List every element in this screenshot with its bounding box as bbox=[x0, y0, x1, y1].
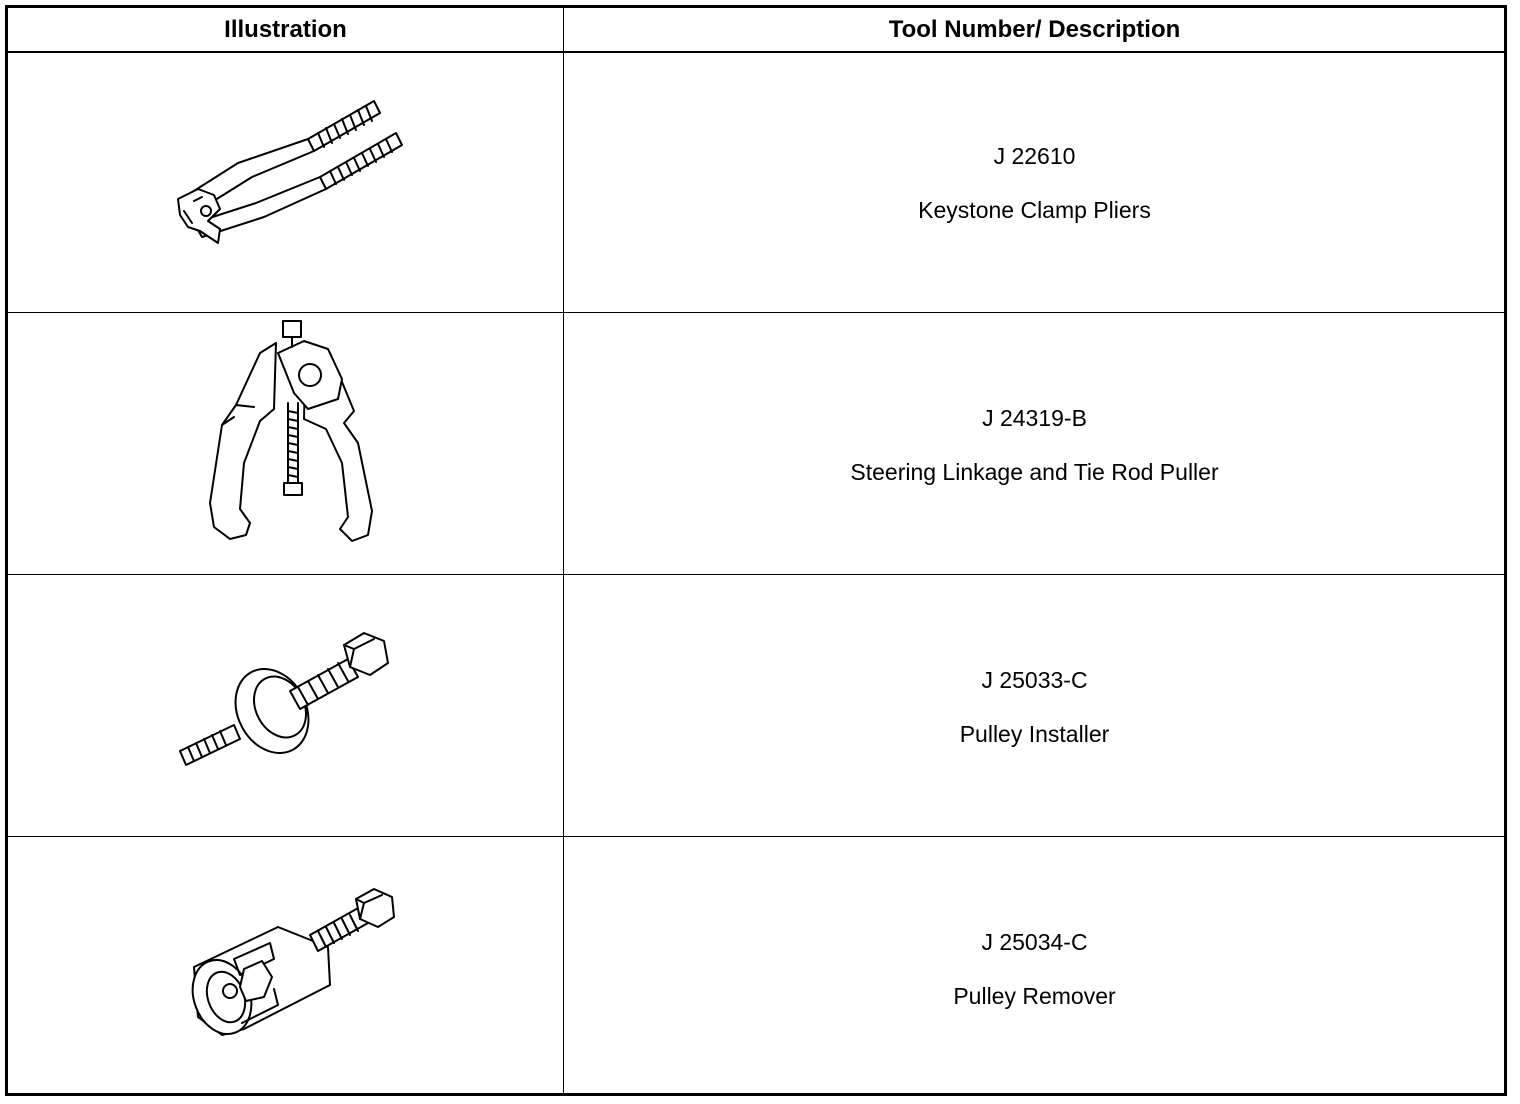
header-tool-number-description: Tool Number/ Description bbox=[888, 16, 1181, 43]
tie-rod-puller-icon bbox=[8, 313, 563, 573]
description-cell: J 24319-B Steering Linkage and Tie Rod P… bbox=[565, 313, 1504, 573]
column-divider bbox=[563, 8, 564, 1093]
tool-number: J 25034-C bbox=[981, 929, 1088, 955]
tool-number: J 24319-B bbox=[982, 405, 1087, 431]
table-row: J 25033-C Pulley Installer bbox=[8, 574, 1504, 835]
tool-description: Pulley Installer bbox=[959, 721, 1110, 747]
pulley-installer-icon bbox=[8, 575, 563, 835]
description-cell: J 25033-C Pulley Installer bbox=[565, 575, 1504, 835]
illustration-cell bbox=[8, 575, 563, 835]
illustration-cell bbox=[8, 51, 563, 311]
keystone-clamp-pliers-icon bbox=[8, 51, 563, 311]
illustration-cell bbox=[8, 837, 563, 1097]
table-row: J 25034-C Pulley Remover bbox=[8, 836, 1504, 1097]
description-cell: J 22610 Keystone Clamp Pliers bbox=[565, 51, 1504, 311]
tool-number: J 25033-C bbox=[981, 667, 1088, 693]
description-cell: J 25034-C Pulley Remover bbox=[565, 837, 1504, 1097]
tool-description: Steering Linkage and Tie Rod Puller bbox=[850, 459, 1219, 485]
tool-description: Keystone Clamp Pliers bbox=[918, 197, 1151, 223]
illustration-cell bbox=[8, 313, 563, 573]
table-row: J 24319-B Steering Linkage and Tie Rod P… bbox=[8, 312, 1504, 573]
tool-table: Illustration Tool Number/ Description J … bbox=[5, 5, 1507, 1096]
header-illustration: Illustration bbox=[224, 16, 347, 43]
table-row: J 22610 Keystone Clamp Pliers bbox=[8, 51, 1504, 311]
tool-number: J 22610 bbox=[993, 143, 1076, 169]
tool-description: Pulley Remover bbox=[953, 983, 1116, 1009]
table-header: Illustration Tool Number/ Description bbox=[8, 8, 1504, 53]
pulley-remover-icon bbox=[8, 837, 563, 1097]
